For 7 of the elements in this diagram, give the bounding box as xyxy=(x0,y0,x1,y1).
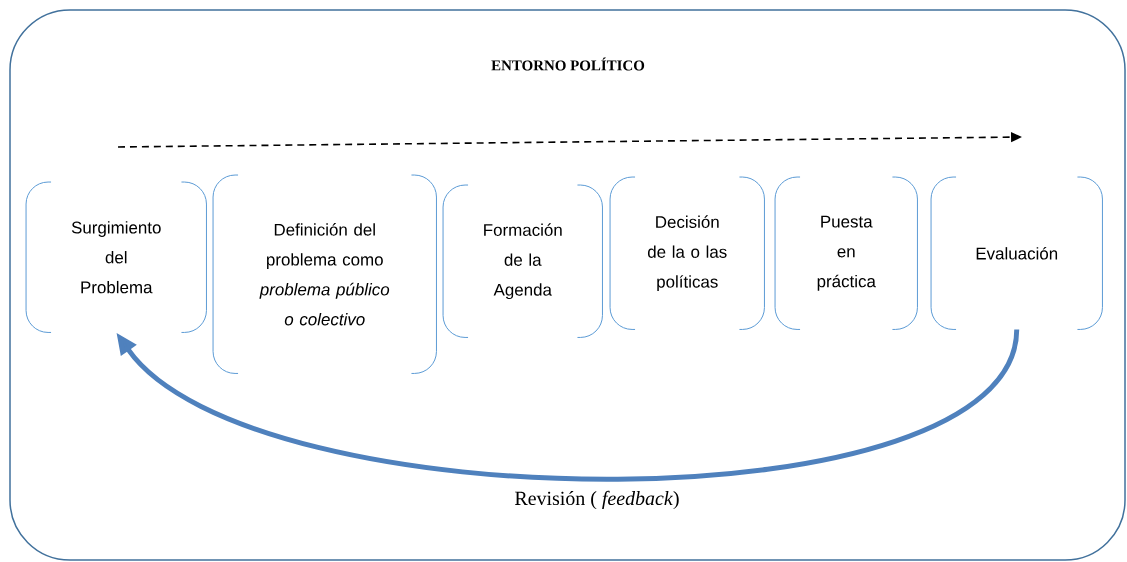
stage-box: Puesta en práctica xyxy=(774,176,918,330)
stage-box: Decisión de la o las políticas xyxy=(609,176,765,330)
stage-box: Definición del problema como problema público o colectivo xyxy=(212,174,437,374)
stage-box: Formación de la Agenda xyxy=(442,184,603,338)
edge-label: Revisión ( feedback) xyxy=(515,490,679,510)
stage-box: Evaluación xyxy=(930,176,1103,330)
stage-box: Surgimiento del Problema xyxy=(25,181,207,333)
